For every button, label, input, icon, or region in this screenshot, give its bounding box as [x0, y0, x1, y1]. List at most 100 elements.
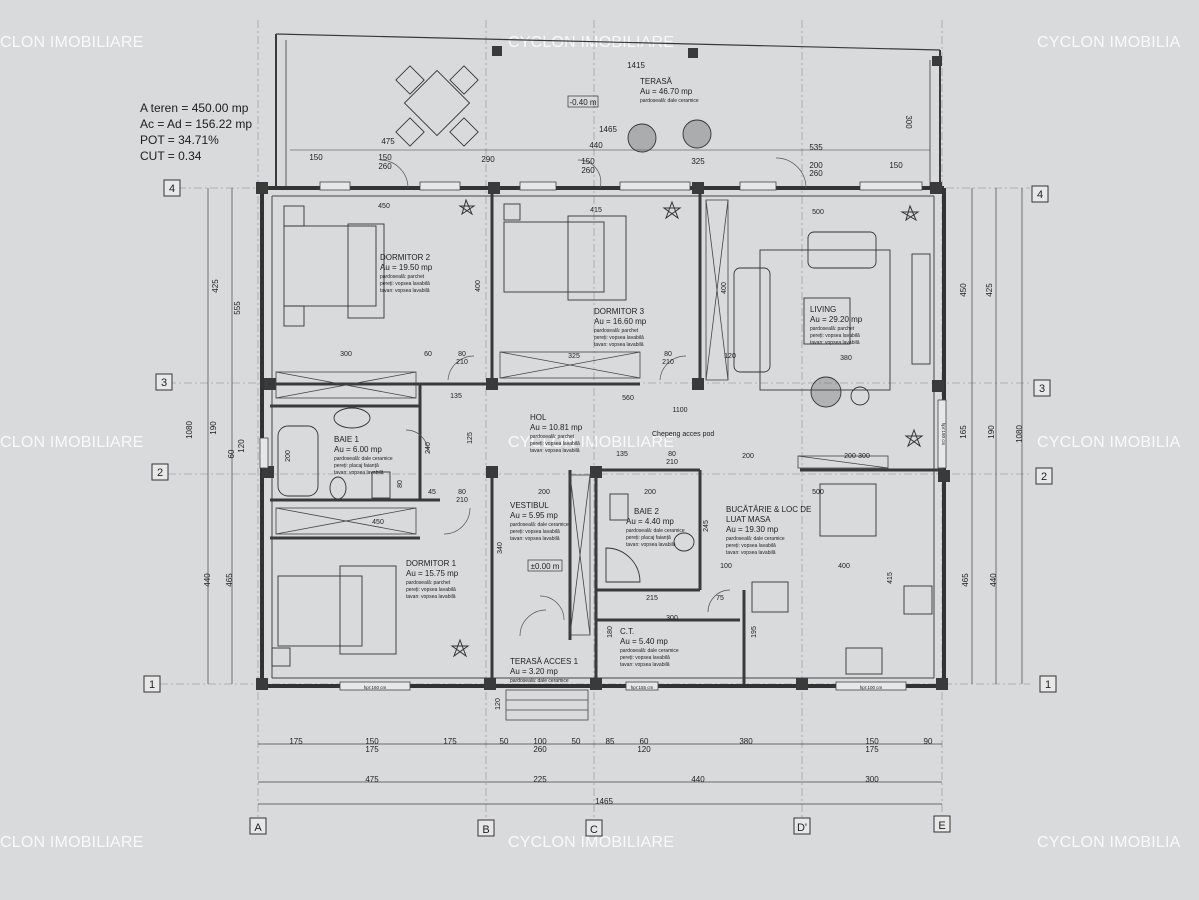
room-area: Au = 29.20 mp	[810, 315, 863, 324]
room-note: pereți: vopsea lavabilă	[620, 655, 670, 661]
dim-text: 80	[397, 480, 404, 488]
axis-marker-1-left	[143, 675, 161, 693]
room-note: tavan: vopsea lavabilă	[380, 288, 430, 294]
dim-text: 300	[904, 115, 913, 129]
dim-text: 210	[456, 497, 468, 504]
watermark-bottom-left: CLON IMOBILIARE	[0, 834, 144, 851]
plant-icons	[450, 198, 924, 658]
room-vestibul: VESTIBUL Au = 5.95 mp pardoseală: dale c…	[510, 501, 569, 542]
dim-text: 415	[887, 572, 894, 584]
room-note: pereți: vopsea lavabilă	[406, 587, 456, 593]
room-note: tavan: vopsea lavabilă	[530, 448, 580, 454]
room-dormitor3: DORMITOR 3 Au = 16.60 mp pardoseală: par…	[594, 307, 647, 348]
dim-text: 60	[640, 737, 649, 746]
axis-label-c: C	[590, 824, 598, 836]
dim-text: 175	[289, 737, 303, 746]
dim-text: 400	[475, 280, 482, 292]
dim-text: 210	[456, 359, 468, 366]
exterior-walls-inner	[271, 195, 935, 679]
room-ct: C.T. Au = 5.40 mp pardoseală: dale ceram…	[620, 627, 679, 668]
dim-text: 555	[233, 301, 242, 315]
dim-text: 300	[858, 453, 870, 460]
furniture	[271, 65, 933, 675]
room-name: TERASĂ ACCES 1	[510, 657, 579, 666]
axis-grid-lines	[160, 20, 1030, 820]
axis-label-e: E	[938, 820, 945, 832]
watermark-bottom-center: CYCLON IMOBILIARE	[508, 834, 675, 851]
dim-text: 380	[840, 355, 852, 362]
dim-text: 165	[959, 425, 968, 439]
dim-text: 100	[533, 737, 547, 746]
dim-text: 1465	[599, 125, 617, 134]
room-name: BUCĂTĂRIE & LOC DE	[726, 505, 811, 514]
dim-text: 500	[812, 209, 824, 216]
axis-label-3-right: 3	[1039, 383, 1045, 395]
dim-text: 400	[838, 563, 850, 570]
room-note: tavan: vopsea lavabilă	[334, 470, 384, 476]
room-dormitor1: DORMITOR 1 Au = 15.75 mp pardoseală: par…	[406, 559, 459, 600]
room-terasa: TERASĂ Au = 46.70 mp pardoseală: dale ce…	[640, 77, 699, 104]
room-name: LIVING	[810, 305, 836, 314]
watermark-top-center: CYCLON IMOBILIARE	[508, 34, 675, 51]
dim-text: 175	[365, 745, 379, 754]
room-area: Au = 5.95 mp	[510, 511, 558, 520]
dim-text: 120	[724, 353, 736, 360]
axis-label-2-right: 2	[1041, 471, 1047, 483]
entrance-steps	[505, 689, 589, 721]
room-baie1: BAIE 1 Au = 6.00 mp pardoseală: dale cer…	[334, 435, 393, 476]
watermark-bottom-right: CYCLON IMOBILIA	[1037, 834, 1181, 851]
interior-walls	[270, 190, 944, 684]
axis-label-2-left: 2	[157, 467, 163, 479]
axis-label-4-right: 4	[1037, 189, 1043, 201]
inner-dimension-numbers: 450 415 500 400 400 300 60 80 210 325 80…	[285, 203, 894, 710]
dim-text: 150	[865, 737, 879, 746]
room-chepeng: Chepeng acces pod	[652, 431, 714, 438]
room-area: Au = 10.81 mp	[530, 423, 583, 432]
room-note: tavan: vopsea lavabilă	[810, 340, 860, 346]
level-terrace: -0.40 m	[569, 98, 596, 107]
dim-text: 425	[985, 283, 994, 297]
window-tag: hpr:180 cm	[941, 423, 946, 446]
dim-text: 380	[739, 737, 753, 746]
watermark-mid-center: CYCLON IMOBILIARE	[508, 434, 675, 451]
dim-text: 500	[812, 489, 824, 496]
room-note: pardoseală: dale ceramice	[726, 536, 785, 542]
dim-text: 440	[691, 775, 705, 784]
room-area: Au = 19.50 mp	[380, 263, 433, 272]
room-note: pardoseală: parchet	[810, 326, 855, 332]
dim-text: 75	[716, 595, 724, 602]
dim-text: 175	[865, 745, 879, 754]
dim-text: 340	[497, 542, 504, 554]
room-note: tavan: vopsea lavabilă	[406, 594, 456, 600]
room-note: pardoseală: dale ceramice	[510, 678, 569, 684]
room-area: Au = 5.40 mp	[620, 637, 668, 646]
door-swings	[379, 157, 807, 637]
dim-text: 260	[809, 169, 823, 178]
room-note: pardoseală: parchet	[530, 434, 575, 440]
dim-text: 50	[572, 737, 581, 746]
room-name: BAIE 1	[334, 435, 359, 444]
dim-text: 440	[589, 141, 603, 150]
dim-text: 80	[664, 351, 672, 358]
room-note: pardoseală: dale ceramice	[510, 522, 569, 528]
dim-text: 200	[285, 450, 292, 462]
dim-text: 300	[666, 615, 678, 622]
dim-text: 260	[533, 745, 547, 754]
room-area: Au = 46.70 mp	[640, 87, 693, 96]
axis-label-d: D'	[797, 822, 807, 834]
level-entry: ±0.00 m	[531, 562, 560, 571]
dim-text: 200	[844, 453, 856, 460]
dim-text: 45	[428, 489, 436, 496]
room-terasa-acces: TERASĂ ACCES 1 Au = 3.20 mp pardoseală: …	[510, 657, 579, 684]
dim-text: 1080	[185, 421, 194, 439]
room-note: pardoseală: dale ceramice	[334, 456, 393, 462]
watermark-top-left: CLON IMOBILIARE	[0, 34, 144, 51]
dim-text: 100	[720, 563, 732, 570]
dim-text: 450	[378, 203, 390, 210]
dim-text: 425	[211, 279, 220, 293]
site-info-pot: POT = 34.71%	[140, 133, 219, 147]
dim-text: 465	[961, 573, 970, 587]
axis-label-1-left: 1	[149, 679, 155, 691]
dim-text: 175	[443, 737, 457, 746]
